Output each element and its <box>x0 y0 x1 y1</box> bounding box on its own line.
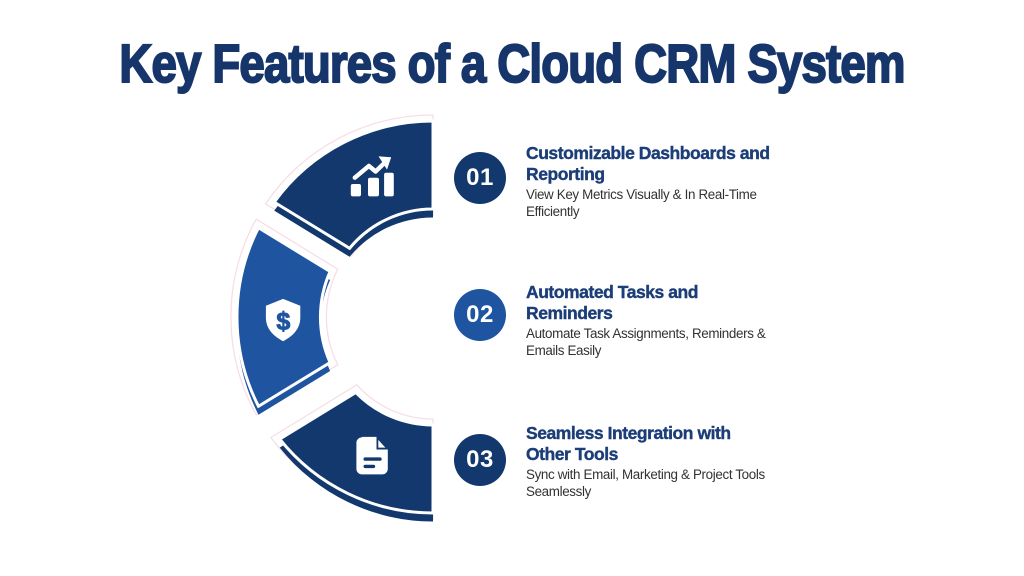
svg-text:$: $ <box>276 308 290 336</box>
